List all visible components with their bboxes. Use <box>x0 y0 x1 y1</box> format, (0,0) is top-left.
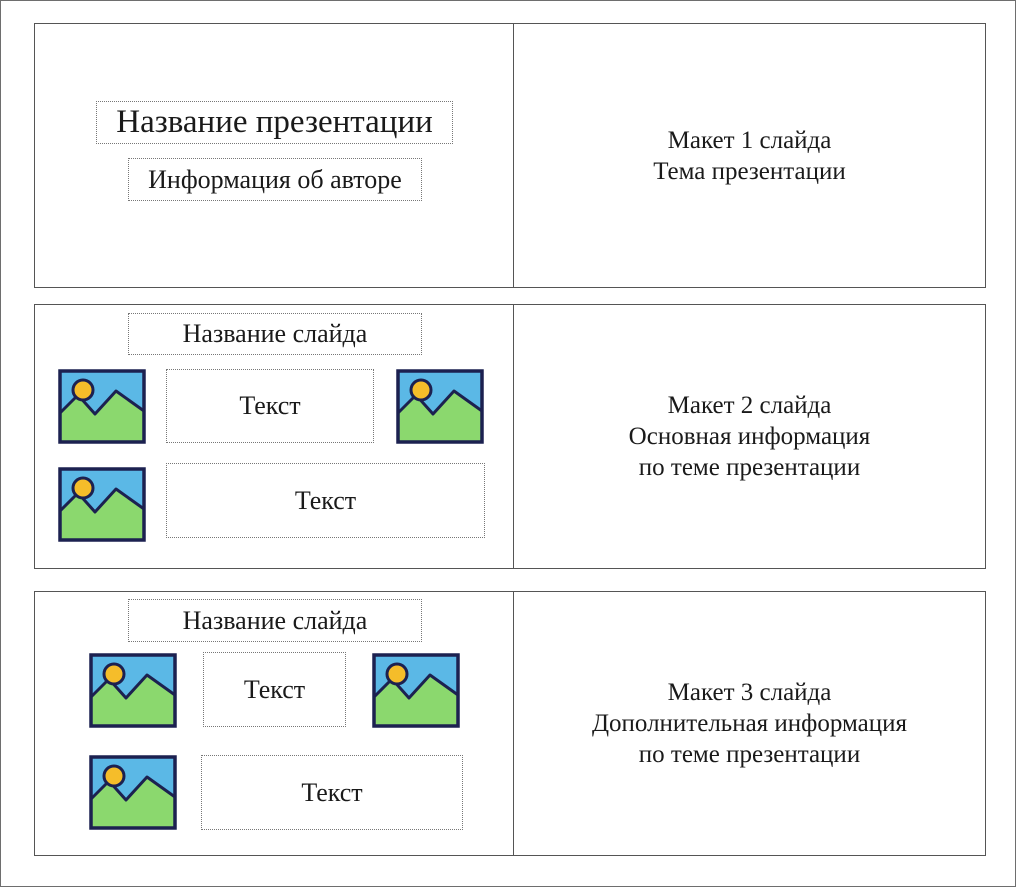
image-placeholder-icon <box>58 467 146 542</box>
author-info-placeholder: Информация об авторе <box>128 158 422 201</box>
layout-description-2: Макет 2 слайда Основная информация по те… <box>514 305 985 568</box>
description-line-1: Макет 1 слайда <box>667 126 832 154</box>
presentation-title-placeholder: Название презентации <box>96 101 453 144</box>
row-divider <box>513 24 514 287</box>
description-line-3: по теме презентации <box>638 741 861 768</box>
description-line-2: Тема презентации <box>653 157 846 185</box>
layout-description-3: Макет 3 слайда Дополнительная информация… <box>514 592 985 855</box>
layout-row-3: Название слайда Текст Текст Макет 3 слай… <box>34 591 986 856</box>
text-placeholder: Текст <box>166 369 374 443</box>
text-placeholder: Текст <box>203 652 346 727</box>
description-line-1: Макет 3 слайда <box>667 679 832 706</box>
slide-title-placeholder: Название слайда <box>128 599 422 642</box>
description-line-3: по теме презентации <box>638 454 861 481</box>
layout-description-1: Макет 1 слайда Тема презентации <box>514 24 985 287</box>
row-divider <box>513 592 514 855</box>
slide-title-placeholder: Название слайда <box>128 313 422 355</box>
image-placeholder-icon <box>396 369 484 444</box>
image-placeholder-icon <box>58 369 146 444</box>
description-line-2: Основная информация <box>628 423 871 450</box>
description-line-2: Дополнительная информация <box>591 710 908 737</box>
image-placeholder-icon <box>372 653 460 728</box>
row-divider <box>513 305 514 568</box>
text-placeholder: Текст <box>201 755 463 830</box>
text-placeholder: Текст <box>166 463 485 538</box>
description-line-1: Макет 2 слайда <box>667 392 832 419</box>
layout-row-1: Название презентации Информация об автор… <box>34 23 986 288</box>
layout-row-2: Название слайда Текст Текст Макет 2 слай… <box>34 304 986 569</box>
image-placeholder-icon <box>89 653 177 728</box>
image-placeholder-icon <box>89 755 177 830</box>
